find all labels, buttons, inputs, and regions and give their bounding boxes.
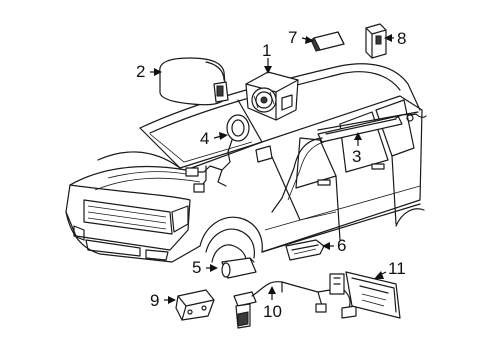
callout-label-8: 8 xyxy=(397,29,407,48)
part-8-sensor xyxy=(365,23,387,59)
callout-label-7: 7 xyxy=(288,28,298,47)
part-2-passenger-airbag xyxy=(159,57,229,106)
callout-label-4: 4 xyxy=(200,129,210,148)
callout-label-2: 2 xyxy=(136,62,146,81)
callout-label-11: 11 xyxy=(388,259,406,278)
callout-label-6: 6 xyxy=(337,236,347,255)
part-3-curtain-airbag xyxy=(271,113,427,213)
part-6-sensor xyxy=(285,239,325,261)
callout-arrows xyxy=(150,34,394,304)
callout-label-1: 1 xyxy=(262,41,272,60)
vehicle-outline xyxy=(65,63,425,269)
part-4-clock-spring xyxy=(185,114,250,193)
part-1-driver-airbag xyxy=(245,71,299,121)
callout-label-9: 9 xyxy=(150,291,160,310)
part-9-bracket xyxy=(175,289,215,321)
part-7-sensor xyxy=(310,31,345,52)
part-5-sensor xyxy=(221,257,257,279)
callout-label-10: 10 xyxy=(263,302,282,321)
part-10-harness xyxy=(233,273,357,329)
callout-label-3: 3 xyxy=(352,147,362,166)
callout-label-5: 5 xyxy=(192,258,202,277)
part-11-module xyxy=(345,271,401,319)
